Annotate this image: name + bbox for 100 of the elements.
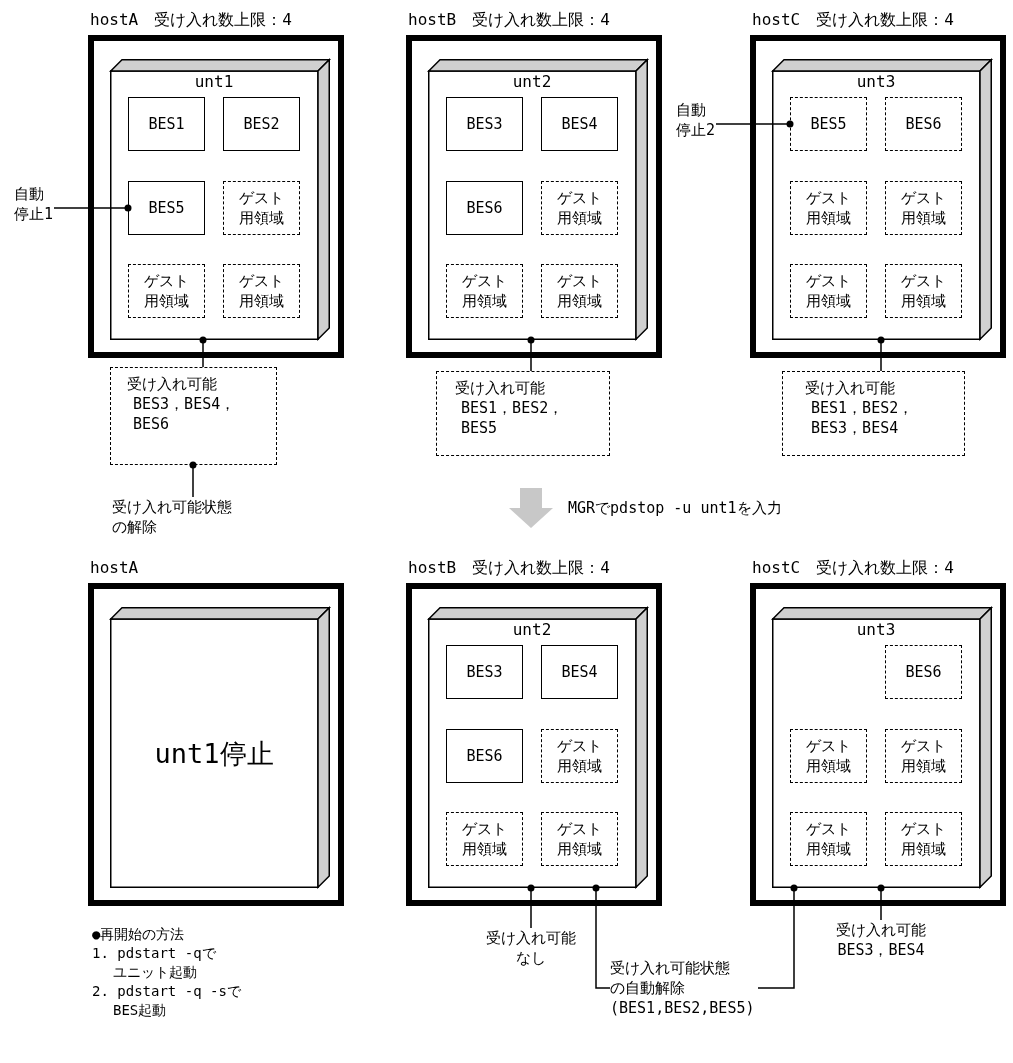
dashed-slot-box — [790, 729, 867, 783]
slot-text: ゲスト用領域 — [461, 819, 508, 859]
slot-text: ゲスト用領域 — [900, 819, 947, 859]
unit-label: unt1 — [194, 72, 234, 92]
annotation-text: BES3，BES4 — [836, 940, 926, 960]
dashed-slot-box — [446, 812, 523, 866]
unit-label: unt2 — [512, 72, 552, 92]
callout-text: BES1，BES2，BES3，BES4 — [810, 398, 915, 438]
dashed-slot-box — [446, 264, 523, 318]
slot-text: BES4 — [561, 114, 598, 134]
dashed-slot-box — [885, 645, 962, 699]
slot-text: ゲスト用領域 — [556, 736, 603, 776]
leader-line — [527, 336, 535, 372]
callout-text: BES3，BES4，BES6 — [132, 394, 237, 434]
slot-text: BES4 — [561, 662, 598, 682]
slot-box — [446, 97, 523, 151]
slot-text: ゲスト用領域 — [900, 736, 947, 776]
leader-line — [715, 120, 794, 128]
note-text: 2. pdstart -q -sでBES起動 — [92, 982, 242, 1020]
slot-text: ゲスト用領域 — [556, 188, 603, 228]
host-label: hostC 受け入れ数上限：4 — [752, 557, 954, 579]
dashed-slot-box — [885, 264, 962, 318]
dashed-slot-box — [541, 181, 618, 235]
dashed-slot-box — [223, 181, 300, 235]
slot-box — [541, 645, 618, 699]
slot-text: ゲスト用領域 — [805, 271, 852, 311]
host-label: hostB 受け入れ数上限：4 — [408, 9, 610, 31]
annotation-text: (BES1,BES2,BES5) — [610, 998, 756, 1018]
slot-text: ゲスト用領域 — [900, 271, 947, 311]
slot-text: BES5 — [810, 114, 847, 134]
note-text: ●再開始の方法 — [92, 925, 186, 944]
annotation-text: 自動停止1 — [14, 184, 54, 224]
slot-text: ゲスト用領域 — [805, 188, 852, 228]
host-label: hostB 受け入れ数上限：4 — [408, 557, 610, 579]
dashed-slot-box — [541, 264, 618, 318]
dashed-slot-box — [790, 812, 867, 866]
host-label: hostA 受け入れ数上限：4 — [90, 9, 292, 31]
slot-text: ゲスト用領域 — [805, 736, 852, 776]
leader-line — [757, 884, 798, 989]
dashed-slot-box — [128, 264, 205, 318]
leader-line — [877, 336, 885, 372]
dashed-callout-box — [110, 367, 277, 465]
leader-line — [189, 461, 197, 498]
slot-text: BES2 — [243, 114, 280, 134]
dashed-slot-box — [790, 264, 867, 318]
callout-text: BES1，BES2，BES5 — [460, 398, 565, 438]
slot-text: BES5 — [148, 198, 185, 218]
host-label: hostC 受け入れ数上限：4 — [752, 9, 954, 31]
slot-box — [541, 97, 618, 151]
unit-label: unt3 — [856, 72, 896, 92]
instruction-text: MGRでpdstop -u unt1を入力 — [568, 498, 782, 518]
annotation-text: 受け入れ可能状態の自動解除 — [610, 958, 731, 998]
callout-text: 受け入れ可能 — [127, 374, 218, 394]
leader-line — [527, 884, 535, 929]
annotation-text: 受け入れ可能 — [835, 920, 927, 940]
host-label: hostA — [90, 557, 139, 579]
unit-label: unt3 — [856, 620, 896, 640]
slot-box — [128, 181, 205, 235]
annotation-text: 受け入れ可能なし — [485, 928, 577, 968]
slot-box — [446, 729, 523, 783]
slot-text: BES6 — [905, 114, 942, 134]
annotation-text: 受け入れ可能状態の解除 — [112, 497, 233, 537]
leader-line — [53, 204, 132, 212]
slot-text: ゲスト用領域 — [556, 819, 603, 859]
dashed-slot-box — [223, 264, 300, 318]
slot-box — [128, 97, 205, 151]
slot-text: ゲスト用領域 — [805, 819, 852, 859]
callout-text: 受け入れ可能 — [805, 378, 896, 398]
slot-text: ゲスト用領域 — [238, 188, 285, 228]
note-text: 1. pdstart -qでユニット起動 — [92, 944, 217, 982]
dashed-callout-box — [436, 371, 610, 456]
callout-text: 受け入れ可能 — [455, 378, 546, 398]
slot-text: ゲスト用領域 — [461, 271, 508, 311]
dashed-slot-box — [790, 181, 867, 235]
dashed-slot-box — [541, 812, 618, 866]
dashed-slot-box — [790, 97, 867, 151]
dashed-callout-box — [782, 371, 965, 456]
slot-text: ゲスト用領域 — [556, 271, 603, 311]
dashed-slot-box — [885, 812, 962, 866]
slot-text: ゲスト用領域 — [238, 271, 285, 311]
dashed-slot-box — [885, 181, 962, 235]
annotation-text: 自動停止2 — [676, 100, 716, 140]
unit-label: unt2 — [512, 620, 552, 640]
slot-text: BES3 — [466, 662, 503, 682]
slot-text: BES1 — [148, 114, 185, 134]
leader-line — [592, 884, 611, 989]
leader-line — [877, 884, 885, 921]
dashed-slot-box — [885, 729, 962, 783]
slot-text: ゲスト用領域 — [900, 188, 947, 228]
dashed-slot-box — [541, 729, 618, 783]
slot-box — [446, 645, 523, 699]
slot-text: BES6 — [905, 662, 942, 682]
slot-box — [446, 181, 523, 235]
slot-text: BES3 — [466, 114, 503, 134]
slot-text: ゲスト用領域 — [143, 271, 190, 311]
slot-text: BES6 — [466, 746, 503, 766]
dashed-slot-box — [885, 97, 962, 151]
slot-text: BES6 — [466, 198, 503, 218]
unit-label: unt1停止 — [154, 737, 274, 770]
leader-line — [199, 336, 207, 368]
